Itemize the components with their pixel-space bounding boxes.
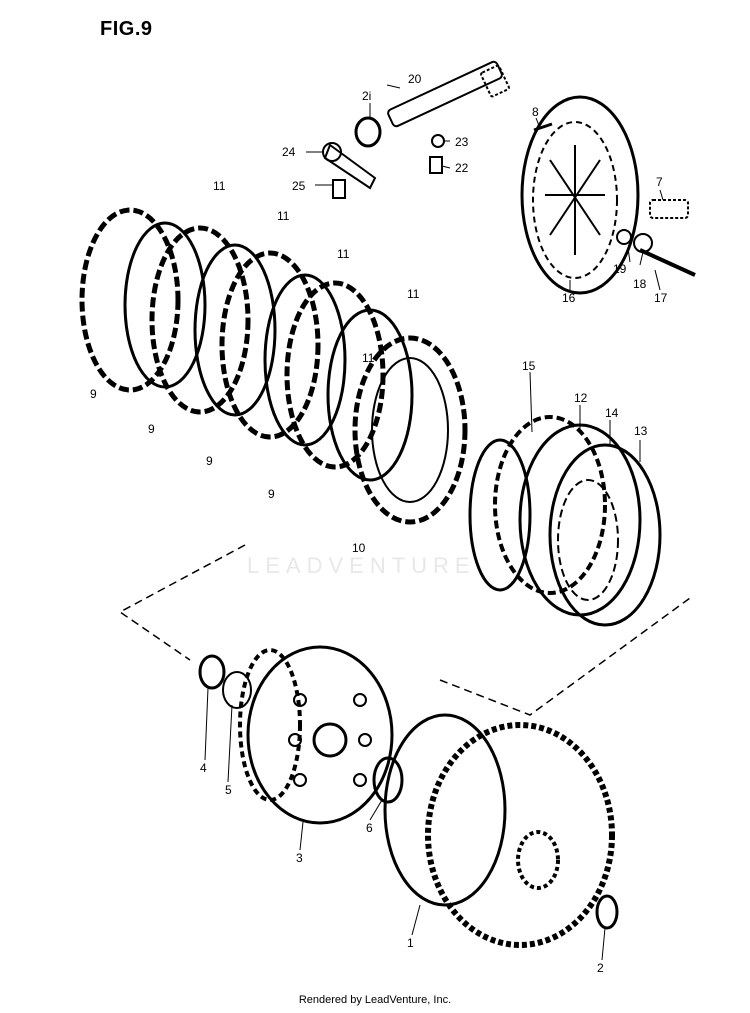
washer-5 xyxy=(222,671,252,709)
callout-13: 13 xyxy=(634,424,648,438)
callout-7: 7 xyxy=(656,175,663,189)
callout-15: 15 xyxy=(522,359,536,373)
callout-20: 20 xyxy=(408,72,422,86)
callout-16: 16 xyxy=(562,291,576,305)
callout-6: 6 xyxy=(366,821,373,835)
callout-19: 19 xyxy=(613,262,627,276)
washer xyxy=(616,229,632,245)
callout-9c: 9 xyxy=(206,454,213,468)
driven-plate-11 xyxy=(326,308,414,482)
washer-4 xyxy=(198,654,226,690)
callout-25: 25 xyxy=(292,179,306,193)
callout-11c: 11 xyxy=(337,247,350,261)
washer-6 xyxy=(372,756,404,804)
clutch-plates-group xyxy=(79,207,468,525)
clutch-hub-rings xyxy=(468,415,662,627)
assembly-outline xyxy=(118,544,246,661)
washer-23 xyxy=(431,134,445,148)
driven-plate-11 xyxy=(193,243,277,417)
drive-plate-9 xyxy=(79,207,181,393)
release-arm xyxy=(323,143,377,190)
pressure-plate xyxy=(520,95,640,295)
oil-seal xyxy=(354,116,382,148)
callout-2: 2 xyxy=(597,961,604,975)
callout-11b: 11 xyxy=(277,209,290,223)
pin xyxy=(533,122,553,132)
callout-10: 10 xyxy=(352,541,366,555)
callout-24: 24 xyxy=(282,145,296,159)
callout-9b: 9 xyxy=(148,422,155,436)
drive-plate-9 xyxy=(284,280,386,470)
release-pin xyxy=(639,248,696,277)
callout-3: 3 xyxy=(296,851,303,865)
callout-21: 2i xyxy=(362,89,371,103)
drive-plate-9 xyxy=(219,250,321,440)
callout-11d: 11 xyxy=(407,287,420,301)
clutch-spring xyxy=(649,199,689,219)
driven-plate-11 xyxy=(263,273,347,447)
callout-9d: 9 xyxy=(268,487,275,501)
callout-12: 12 xyxy=(574,391,588,405)
figure-title: FIG.9 xyxy=(100,18,153,40)
callout-4: 4 xyxy=(200,761,207,775)
callout-8: 8 xyxy=(532,105,539,119)
washer-2 xyxy=(595,894,619,930)
footer-credit: Rendered by LeadVenture, Inc. xyxy=(298,994,452,1006)
drive-plate-10 xyxy=(352,335,468,525)
clutch-hub xyxy=(238,645,394,825)
callout-18: 18 xyxy=(633,277,647,291)
callout-17: 17 xyxy=(654,291,668,305)
leader-lines xyxy=(204,84,664,961)
release-shaft xyxy=(387,60,510,128)
callout-9a: 9 xyxy=(90,387,97,401)
callout-11a: 11 xyxy=(213,179,226,193)
callout-23: 23 xyxy=(455,135,469,149)
drive-plate-10-inner xyxy=(371,357,449,503)
callout-5: 5 xyxy=(225,783,232,797)
watermark-text: LEADVENTURE xyxy=(247,553,476,578)
callout-22: 22 xyxy=(455,161,469,175)
callout-14: 14 xyxy=(605,406,619,420)
bolt-25 xyxy=(332,179,346,199)
drive-plate-9 xyxy=(149,225,251,415)
bolt-22 xyxy=(429,156,443,174)
callout-11e: 11 xyxy=(362,351,375,365)
assembly-outline-right xyxy=(439,597,691,716)
callout-1: 1 xyxy=(407,936,414,950)
primary-driven-gear xyxy=(383,713,615,948)
